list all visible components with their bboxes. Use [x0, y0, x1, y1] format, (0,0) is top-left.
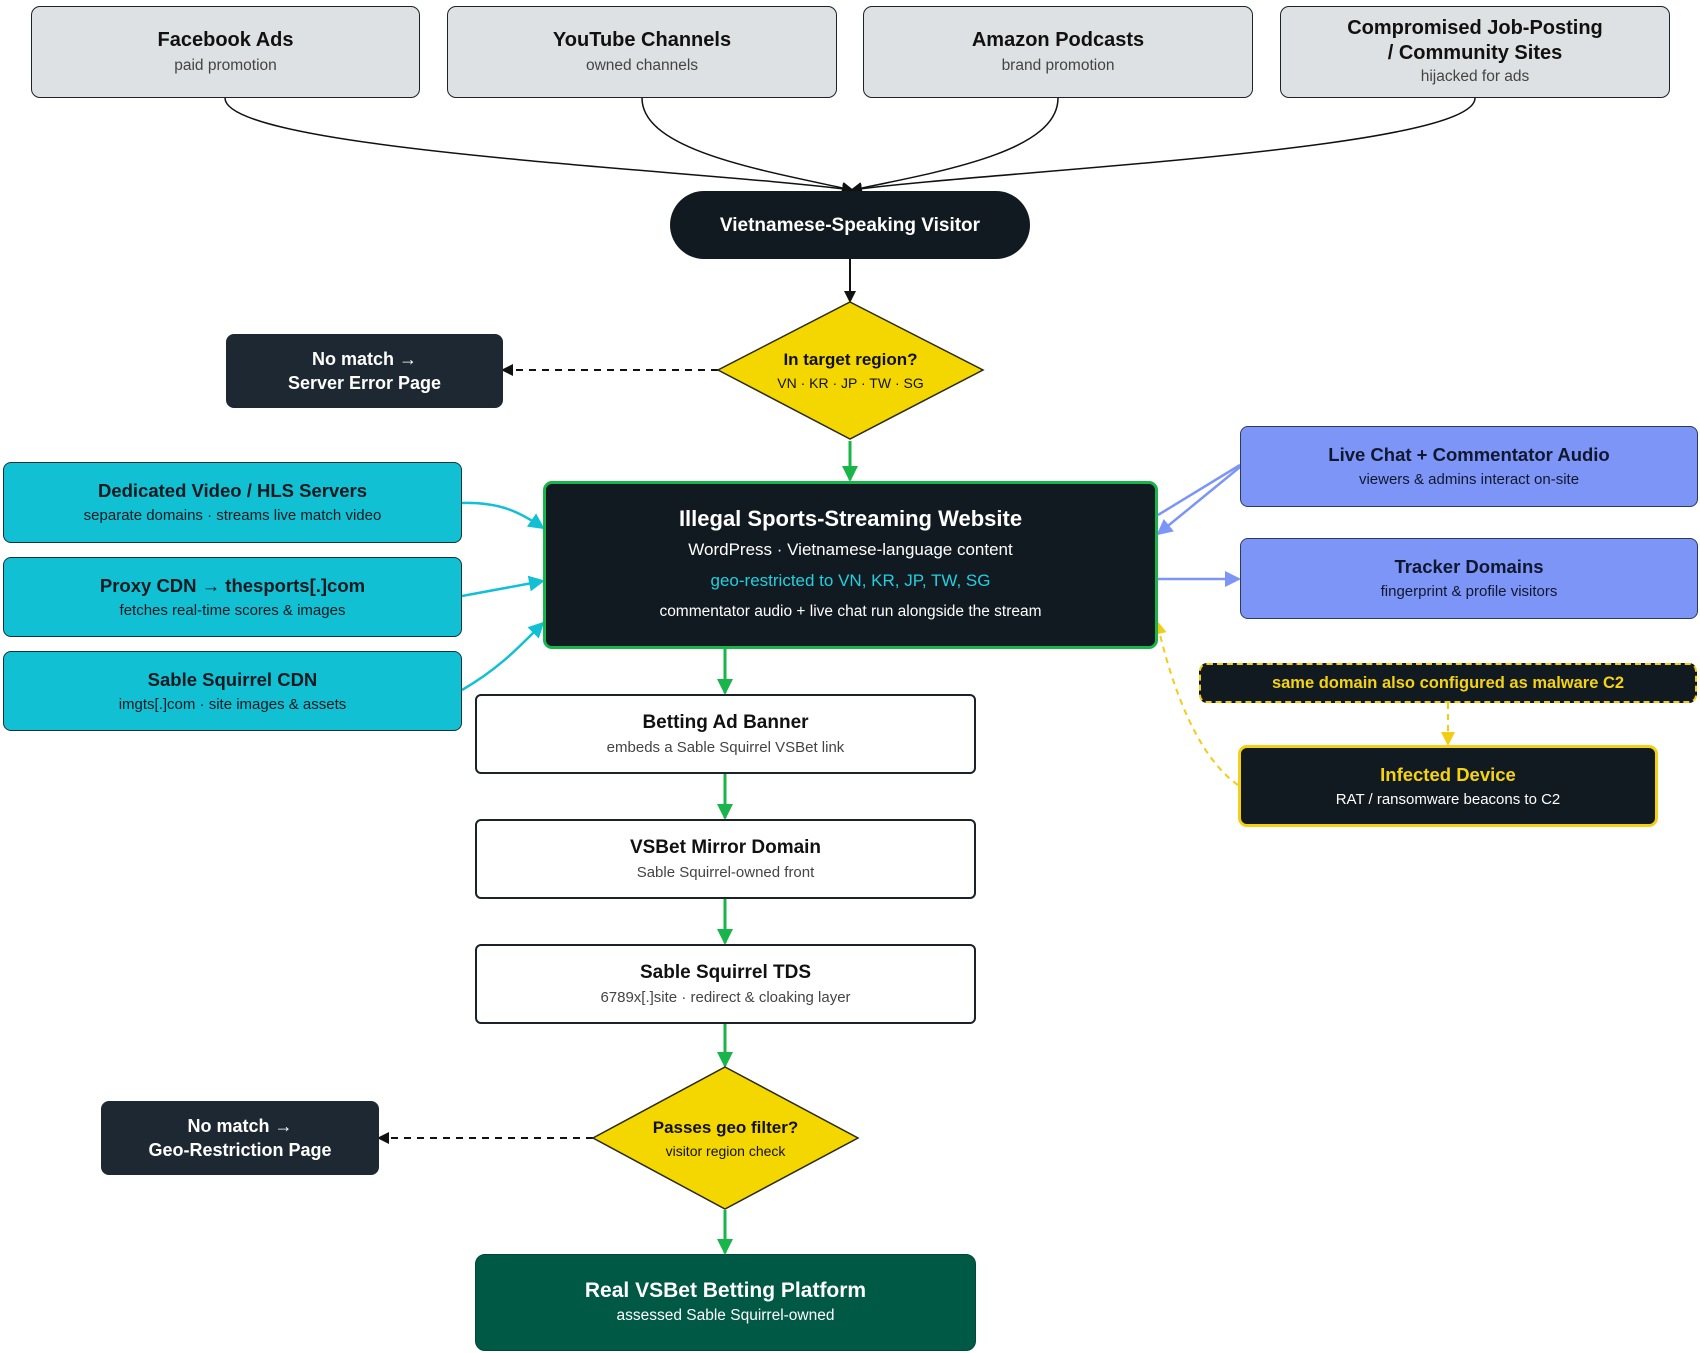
geo-decision-shape [591, 1066, 860, 1210]
server-error-node: No match → Server Error Page [226, 334, 503, 408]
infra-cdn-sub: imgts[.]com · site images & assets [118, 695, 347, 713]
vsbet-mirror-domain: VSBet Mirror Domain Sable Squirrel-owned… [475, 819, 976, 899]
tracker-sub: fingerprint & profile visitors [1380, 583, 1558, 600]
edge-amazon-visitor [850, 97, 1059, 194]
region-decision-sub: VN · KR · JP · TW · SG [777, 375, 924, 391]
main-site-sub: WordPress · Vietnamese-language content [688, 540, 1013, 559]
visitor-title: Vietnamese-Speaking Visitor [719, 214, 981, 236]
infected-title: Infected Device [1380, 763, 1516, 785]
server-error-line1: No match → [311, 349, 417, 369]
betting-ad-banner: Betting Ad Banner embeds a Sable Squirre… [475, 694, 976, 774]
region-decision: In target region? VN · KR · JP · TW · SG [718, 302, 983, 439]
c2-note: same domain also configured as malware C… [1199, 663, 1697, 703]
main-site-note: commentator audio + live chat run alongs… [659, 603, 1042, 620]
main-site-geo: geo-restricted to VN, KR, JP, TW, SG [710, 571, 991, 590]
source-youtube-sub: owned channels [585, 56, 699, 74]
infra-sable-cdn: Sable Squirrel CDN imgts[.]com · site im… [3, 651, 462, 731]
source-amazon-podcasts: Amazon Podcasts brand promotion [863, 6, 1253, 98]
source-amazon-sub: brand promotion [1001, 56, 1115, 74]
live-chat-sub: viewers & admins interact on-site [1358, 471, 1580, 488]
infra-video-sub: separate domains · streams live match vi… [83, 507, 382, 524]
region-decision-shape [716, 301, 985, 440]
region-decision-title: In target region? [783, 350, 918, 369]
geo-restriction-line1: No match → [187, 1116, 293, 1136]
source-compromised-sub: hijacked for ads [1420, 68, 1530, 85]
edge-proxy-main [461, 575, 545, 598]
main-site-title: Illegal Sports-Streaming Website [678, 506, 1023, 531]
edge-cdn-main [461, 621, 545, 692]
source-facebook-title: Facebook Ads [157, 28, 294, 51]
vsbet-final-platform: Real VSBet Betting Platform assessed Sab… [475, 1254, 976, 1351]
infra-cdn-title: Sable Squirrel CDN [147, 668, 318, 690]
source-youtube-channels: YouTube Channels owned channels [447, 6, 837, 98]
edge-youtube-visitor [641, 97, 854, 194]
edge-infected-main [1152, 620, 1239, 786]
tracker-domains-node: Tracker Domains fingerprint & profile vi… [1240, 538, 1698, 619]
source-compromised-title-1: Compromised Job-Posting [1347, 17, 1603, 39]
tracker-title: Tracker Domains [1394, 556, 1544, 577]
infra-proxy-cdn: Proxy CDN → thesports[.]com fetches real… [3, 557, 462, 637]
edge-facebook-visitor [224, 97, 854, 195]
live-chat-node: Live Chat + Commentator Audio viewers & … [1240, 426, 1698, 507]
source-facebook-ads: Facebook Ads paid promotion [31, 6, 420, 98]
live-chat-title: Live Chat + Commentator Audio [1328, 444, 1610, 465]
mirror-title: VSBet Mirror Domain [629, 836, 822, 858]
final-sub: assessed Sable Squirrel-owned [616, 1307, 835, 1324]
infected-device-node: Infected Device RAT / ransomware beacons… [1238, 745, 1658, 827]
sable-squirrel-tds: Sable Squirrel TDS 6789x[.]site · redire… [475, 944, 976, 1024]
edge-main-chat [1157, 463, 1241, 517]
geo-restriction-node: No match → Geo-Restriction Page [101, 1101, 379, 1175]
source-compromised-title-2: / Community Sites [1387, 42, 1563, 64]
banner-title: Betting Ad Banner [642, 711, 809, 733]
server-error-line2: Server Error Page [287, 373, 442, 393]
mirror-sub: Sable Squirrel-owned front [636, 863, 815, 881]
visitor-node: Vietnamese-Speaking Visitor [670, 191, 1030, 259]
c2-note-text: same domain also configured as malware C… [1271, 673, 1625, 692]
infected-sub: RAT / ransomware beacons to C2 [1335, 790, 1561, 808]
infra-video-title: Dedicated Video / HLS Servers [97, 480, 368, 501]
geo-decision-title: Passes geo filter? [652, 1117, 799, 1137]
infra-proxy-title: Proxy CDN → thesports[.]com [99, 574, 366, 596]
edge-compromised-visitor [850, 97, 1476, 195]
source-compromised-sites: Compromised Job-Posting / Community Site… [1280, 6, 1670, 98]
edge-chat-main [1156, 466, 1241, 536]
geo-decision-sub: visitor region check [665, 1142, 786, 1159]
geo-restriction-line2: Geo-Restriction Page [148, 1140, 332, 1160]
source-youtube-title: YouTube Channels [552, 28, 732, 51]
source-amazon-title: Amazon Podcasts [971, 28, 1145, 51]
infra-proxy-sub: fetches real-time scores & images [119, 601, 346, 619]
banner-sub: embeds a Sable Squirrel VSBet link [606, 738, 845, 756]
final-title: Real VSBet Betting Platform [584, 1279, 867, 1302]
main-streaming-site: Illegal Sports-Streaming Website WordPre… [543, 481, 1158, 649]
geo-decision: Passes geo filter? visitor region check [593, 1067, 858, 1209]
source-facebook-sub: paid promotion [174, 56, 277, 74]
edge-video-main [461, 501, 545, 530]
tds-title: Sable Squirrel TDS [639, 961, 812, 983]
infra-video-servers: Dedicated Video / HLS Servers separate d… [3, 462, 462, 543]
tds-sub: 6789x[.]site · redirect & cloaking layer [600, 988, 851, 1006]
